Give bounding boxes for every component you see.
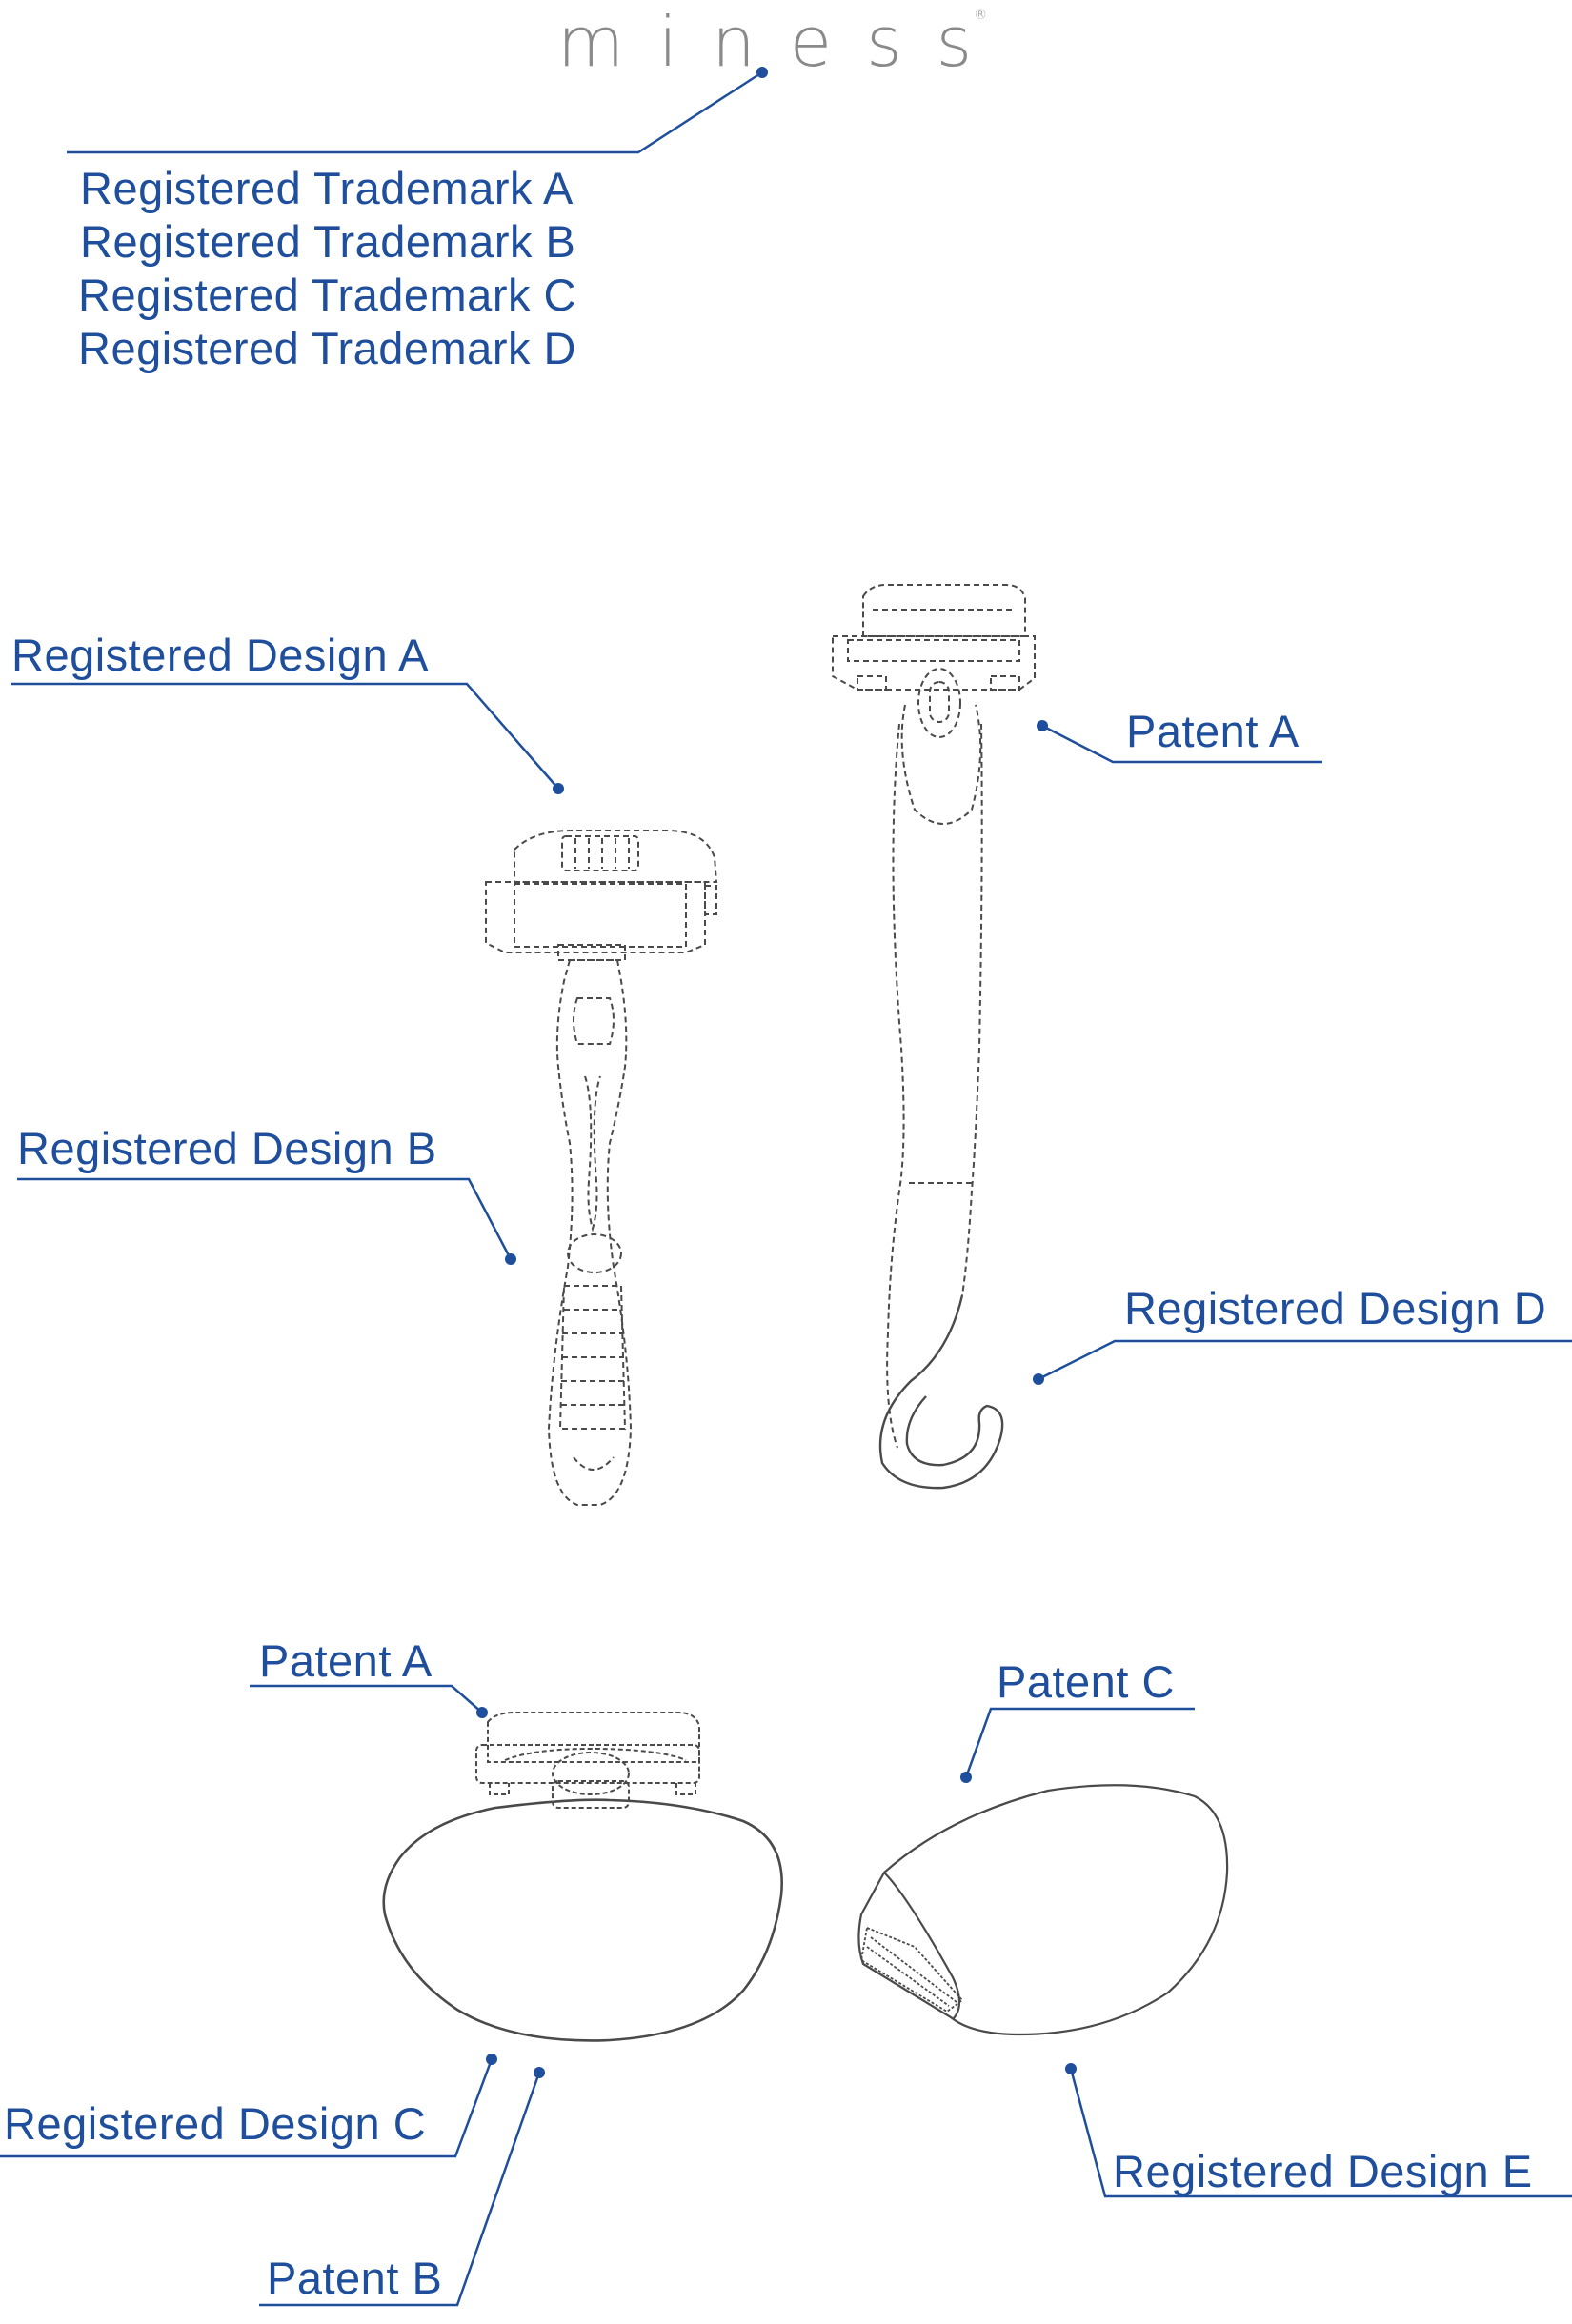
case-blade [860, 1926, 964, 2013]
label-trademark-d: Registered Trademark D [78, 323, 576, 373]
label-design-a: Registered Design A [11, 630, 429, 680]
leader-design-a [11, 682, 559, 790]
oval-base-left [382, 1798, 783, 2042]
leader-design-e [1069, 2068, 1572, 2198]
leader-dots [476, 67, 1077, 2078]
label-patent-a-top: Patent A [1126, 706, 1300, 756]
leader-design-d [1038, 1339, 1572, 1381]
leader-patent-b [259, 2072, 541, 2307]
leader-trademark [67, 70, 763, 154]
label-design-d: Registered Design D [1124, 1283, 1547, 1333]
label-trademark-a: Registered Trademark A [80, 163, 574, 213]
label-design-c: Registered Design C [4, 2098, 427, 2149]
label-design-b: Registered Design B [17, 1123, 437, 1173]
label-trademark-c: Registered Trademark C [78, 270, 576, 320]
label-patent-b: Patent B [267, 2253, 443, 2303]
label-patent-c: Patent C [997, 1656, 1175, 1707]
razor-side-view [832, 584, 1036, 1449]
label-patent-a-bottom: Patent A [259, 1635, 433, 1686]
leader-patent-c [964, 1707, 1195, 1778]
label-design-e: Registered Design E [1113, 2146, 1533, 2196]
leader-design-b [17, 1177, 513, 1260]
registered-mark-icon: ® [974, 8, 988, 23]
leader-patent-a-top [1041, 724, 1322, 764]
razor-hook [878, 1294, 1004, 1490]
leader-lines [0, 70, 1572, 2307]
razor-head-bottom [475, 1712, 700, 1809]
case-right [857, 1784, 1229, 2036]
leader-patent-a-bottom [250, 1684, 483, 1713]
leader-design-c [0, 2058, 494, 2158]
razor-front-view [485, 830, 718, 1506]
label-trademark-b: Registered Trademark B [80, 216, 576, 267]
